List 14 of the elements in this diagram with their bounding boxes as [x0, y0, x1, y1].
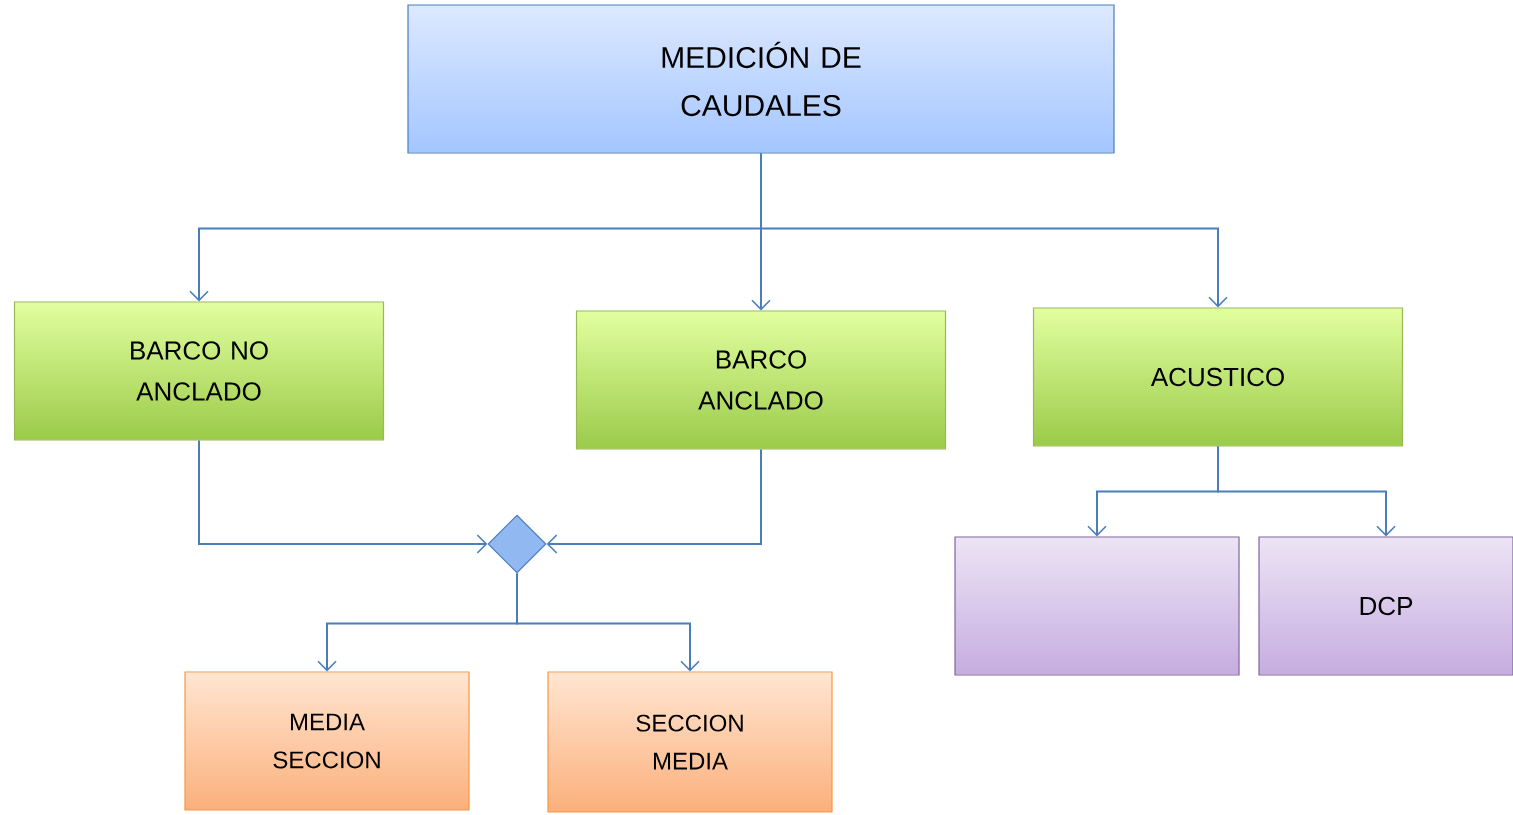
process-box — [954, 536, 1240, 676]
arrow — [760, 152, 1228, 308]
arrow — [1217, 445, 1396, 537]
process-box: DCP — [1258, 536, 1513, 676]
decision-diamond — [487, 514, 547, 574]
process-box: BARCO ANCLADO — [575, 310, 947, 450]
process-box: MEDIA SECCION — [184, 671, 470, 811]
process-box: MEDICIÓN DE CAUDALES — [407, 4, 1115, 154]
process-box: BARCO NO ANCLADO — [13, 301, 385, 441]
process-box: SECCION MEDIA — [547, 671, 833, 813]
arrow — [198, 439, 488, 554]
arrow — [546, 448, 762, 554]
arrow — [516, 572, 700, 672]
process-box: ACUSTICO — [1032, 307, 1404, 447]
